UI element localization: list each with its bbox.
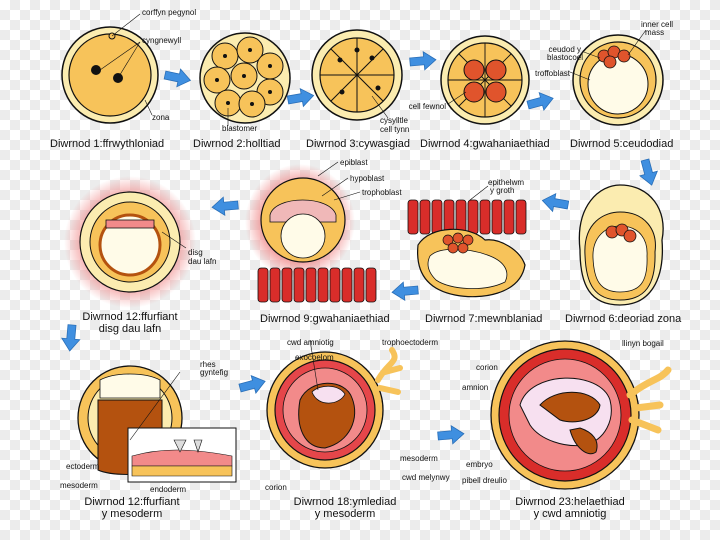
- label-trophoblast: troffoblast: [535, 69, 570, 78]
- stage7-implantation: [407, 185, 527, 298]
- stage18-caption: Diwrnod 18:ymlediad: [293, 496, 397, 508]
- label-trophoblast-9: trophoblast: [362, 188, 402, 197]
- arrow-right-icon: [162, 65, 193, 90]
- stage2-cleavage: [199, 32, 291, 126]
- stage23-amniotic: [490, 340, 672, 490]
- stage12b-caption: Diwrnod 12:ffurfiant: [84, 496, 180, 508]
- arrow-left-icon: [390, 280, 420, 302]
- stage6-caption: Diwrnod 6:deoriad zona: [565, 313, 682, 325]
- stage5-cavitation: [569, 29, 664, 126]
- label-amnion: amnion: [462, 383, 489, 392]
- arrow-down-icon: [60, 323, 82, 353]
- label-bilaminar-disc-2: dau lafn: [188, 257, 217, 266]
- stage4-differentiation: [440, 35, 530, 125]
- label-icm: inner cell: [641, 20, 674, 29]
- stage12a-caption: Diwrnod 12:ffurfiant: [82, 311, 178, 323]
- label-inner-cell: cell fewnol: [408, 102, 446, 111]
- label-epiblast: epiblast: [340, 158, 368, 167]
- stage18-caption-line2: y mesoderm: [314, 508, 376, 520]
- label-icm-2: mass: [645, 28, 665, 37]
- stage12b-mesoderm: [77, 365, 237, 483]
- label-blastocoel-2: blastocoel: [546, 53, 583, 62]
- label-amniotic-cavity: cwd amniotig: [287, 338, 334, 347]
- stage1-zygote: [61, 13, 159, 124]
- stage9-caption: Diwrnod 9:gwahaniaethiad: [260, 313, 390, 325]
- label-pronuclei: cyngnewyll: [142, 36, 182, 45]
- stage3-compaction: [311, 29, 403, 121]
- stage9-differentiation: [245, 161, 377, 303]
- stage7-caption: Diwrnod 7:mewnblaniad: [425, 313, 543, 325]
- label-yolk-sac: cwd melynwy: [402, 473, 450, 482]
- arrow-down-icon: [635, 157, 661, 188]
- stage1-caption: Diwrnod 1:ffrwythloniad: [50, 138, 165, 150]
- arrow-left-icon: [540, 191, 570, 215]
- label-umbilical-cord: llinyn bogail: [622, 339, 664, 348]
- label-primitive-streak-2: gyntefig: [200, 368, 229, 377]
- label-trophectoderm: trophoectoderm: [382, 338, 439, 347]
- label-blastocoel: ceudod y: [548, 45, 581, 54]
- arrow-right-icon: [525, 89, 556, 115]
- stage2-caption: Diwrnod 2:holltiad: [193, 138, 281, 150]
- arrow-right-icon: [408, 50, 438, 72]
- label-chorion-23: corion: [476, 363, 498, 372]
- stage23-caption-line2: y cwd amniotig: [533, 508, 607, 520]
- label-exocoelom: exocoelom: [295, 353, 334, 362]
- label-yolk-stalk: pibell dreulio: [462, 476, 507, 485]
- label-polar-body: corffyn pegynol: [142, 8, 197, 17]
- stage12a-caption-line2: disg dau lafn: [98, 323, 162, 335]
- label-uterine-epithelium-2: y groth: [490, 186, 515, 195]
- label-endoderm: endoderm: [150, 485, 187, 494]
- label-embryo: embryo: [466, 460, 493, 469]
- arrow-right-icon: [237, 372, 268, 398]
- label-junctions-2: cell tynn: [380, 125, 410, 134]
- label-mesoderm-18: mesoderm: [400, 454, 438, 463]
- arrow-right-icon: [436, 424, 466, 446]
- label-mesoderm-12: mesoderm: [60, 481, 98, 490]
- stage23-caption: Diwrnod 23:helaethiad: [515, 496, 625, 508]
- label-hypoblast: hypoblast: [350, 174, 385, 183]
- stage4-caption: Diwrnod 4:gwahaniaethiad: [420, 138, 550, 150]
- arrow-right-icon: [286, 86, 316, 110]
- stage3-caption: Diwrnod 3:cywasgiad: [306, 138, 410, 150]
- label-bilaminar-disc: disg: [188, 248, 203, 257]
- label-blastomere: blastomer: [222, 124, 258, 133]
- label-ectoderm: ectoderm: [66, 462, 100, 471]
- stage6-hatching: [578, 184, 664, 306]
- label-zona: zona: [152, 113, 170, 122]
- stage12a-bilaminar: [64, 176, 196, 308]
- stage18-expansion: [266, 339, 403, 469]
- label-chorion-18: corion: [265, 483, 287, 492]
- stage5-caption: Diwrnod 5:ceudodiad: [570, 138, 674, 150]
- label-junctions: cysylltle: [380, 116, 409, 125]
- label-uterine-epithelium: epithelwm: [488, 178, 525, 187]
- label-primitive-streak: rhes: [200, 360, 216, 369]
- arrow-left-icon: [210, 195, 240, 217]
- stage12b-caption-line2: y mesoderm: [101, 508, 163, 520]
